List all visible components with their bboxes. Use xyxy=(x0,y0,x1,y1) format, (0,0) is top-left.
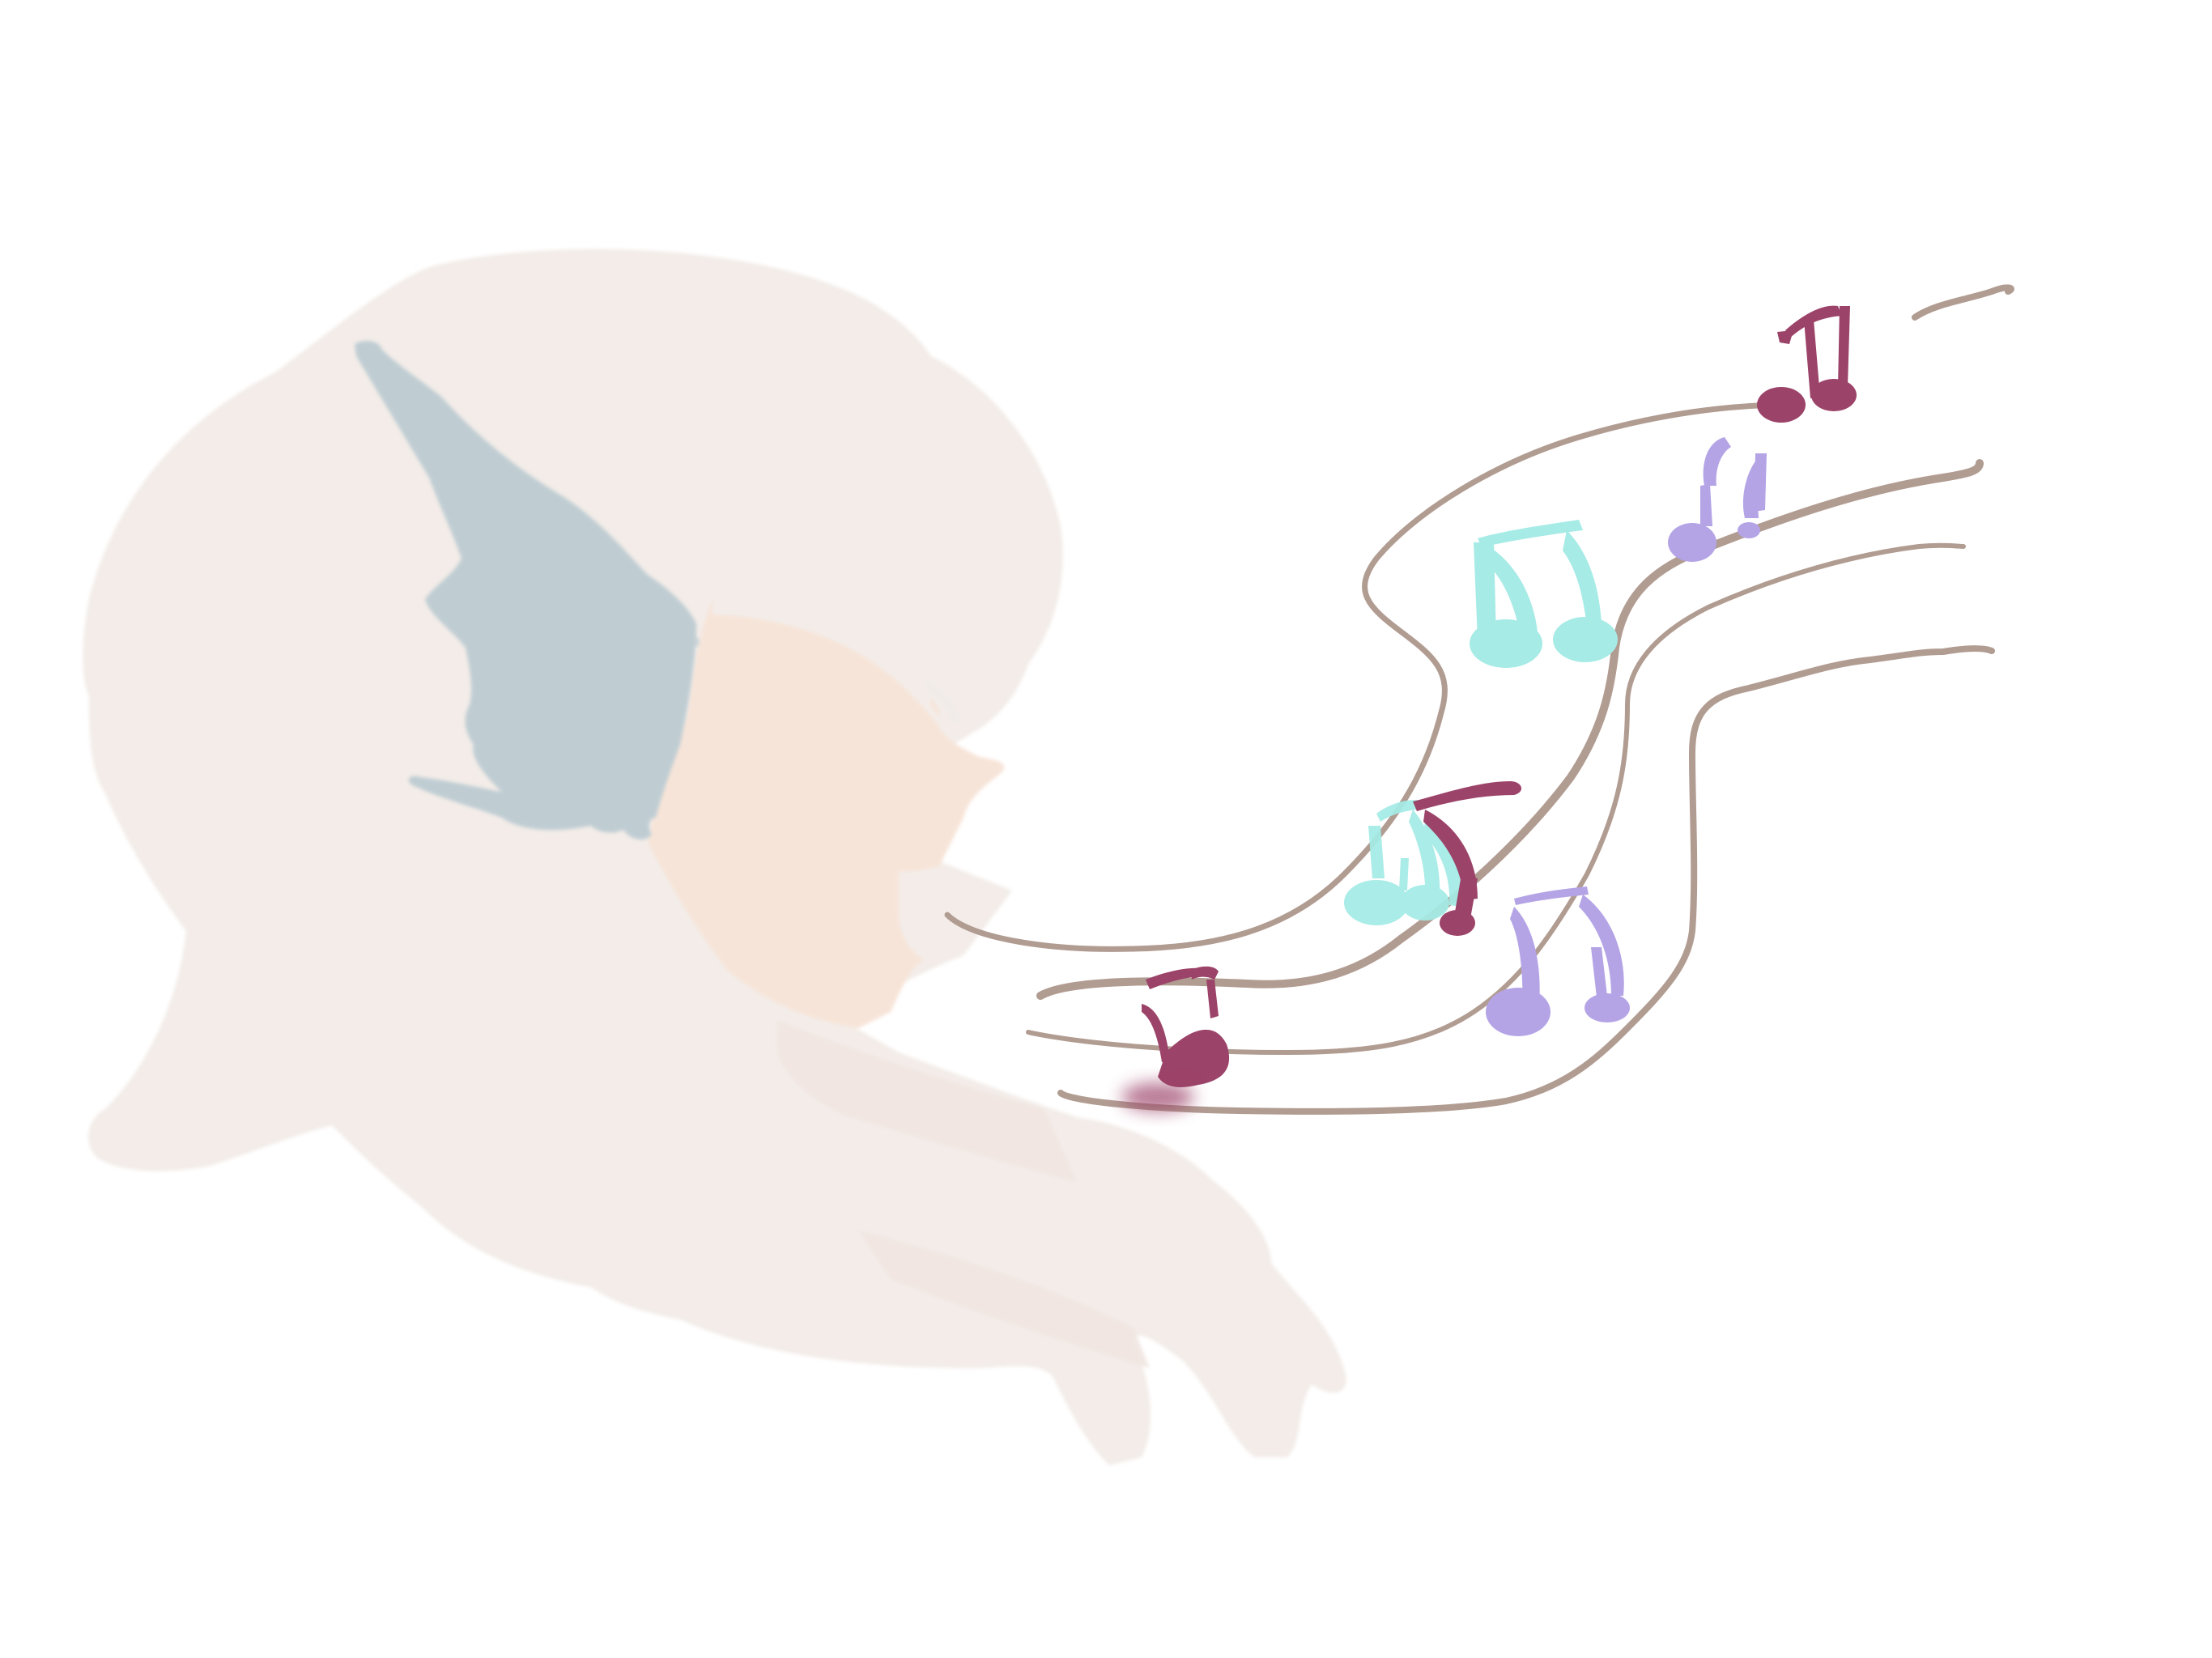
note-flag xyxy=(1742,461,1759,518)
note-head xyxy=(1757,387,1806,423)
note-beam xyxy=(1514,886,1589,905)
headphone-band-tip xyxy=(687,636,700,647)
note-stem xyxy=(1703,437,1731,486)
staff-line-4 xyxy=(1057,645,1995,1115)
note-stem xyxy=(1563,530,1602,627)
note-head xyxy=(1811,379,1857,411)
beamed-eighth-notes-icon xyxy=(1470,520,1618,668)
music-note-icon xyxy=(1121,966,1230,1112)
note-stem xyxy=(1510,907,1540,1012)
staff-line-2 xyxy=(1036,459,1984,1000)
arm-highlight xyxy=(777,1020,1077,1182)
note-beam xyxy=(1413,781,1522,811)
eyelash xyxy=(925,682,958,721)
note-head xyxy=(1553,617,1618,662)
note-beam xyxy=(1376,800,1425,822)
note-stem xyxy=(1206,980,1219,1018)
note-stem xyxy=(1474,542,1496,641)
headphone-earcup xyxy=(355,340,696,840)
beamed-eighth-notes-icon xyxy=(1757,305,1857,423)
note-beam xyxy=(1146,967,1198,989)
note-stem xyxy=(1368,826,1385,878)
note-stem xyxy=(1142,1004,1170,1062)
staff-tail-top xyxy=(1912,284,2014,321)
note-head xyxy=(1344,880,1409,925)
note-stem xyxy=(1423,822,1462,907)
staff-line-3 xyxy=(1026,542,1966,1056)
music-staff xyxy=(944,284,2014,1115)
note-stem xyxy=(1838,306,1850,387)
person-figure xyxy=(83,249,1346,1465)
note-head xyxy=(1158,1029,1230,1087)
face xyxy=(648,599,1005,1028)
note-head xyxy=(1401,885,1449,920)
note-head xyxy=(1668,523,1716,562)
note-stem xyxy=(1804,320,1820,398)
music-note-icon xyxy=(1668,437,1767,562)
note-spray xyxy=(1121,1082,1194,1112)
note-flag xyxy=(1777,330,1793,344)
music-note-icon xyxy=(1344,800,1462,925)
note-flag xyxy=(1399,858,1409,891)
note-stem xyxy=(1591,947,1607,997)
note-stem xyxy=(1453,874,1478,923)
note-beam xyxy=(1478,520,1583,547)
note-head xyxy=(1738,522,1760,538)
headphones-icon xyxy=(355,340,700,840)
lower-arm-highlight xyxy=(858,1231,1150,1368)
music-note-icon xyxy=(1413,781,1522,936)
note-stem xyxy=(1579,895,1624,996)
beamed-eighth-notes-icon xyxy=(1486,886,1630,1036)
note-head xyxy=(1486,988,1551,1036)
staff-line-1 xyxy=(944,402,1793,952)
note-beam xyxy=(1190,966,1219,980)
note-stem xyxy=(1409,810,1440,900)
note-head xyxy=(1585,993,1630,1022)
bangs xyxy=(713,464,948,733)
note-stem xyxy=(1700,484,1712,526)
